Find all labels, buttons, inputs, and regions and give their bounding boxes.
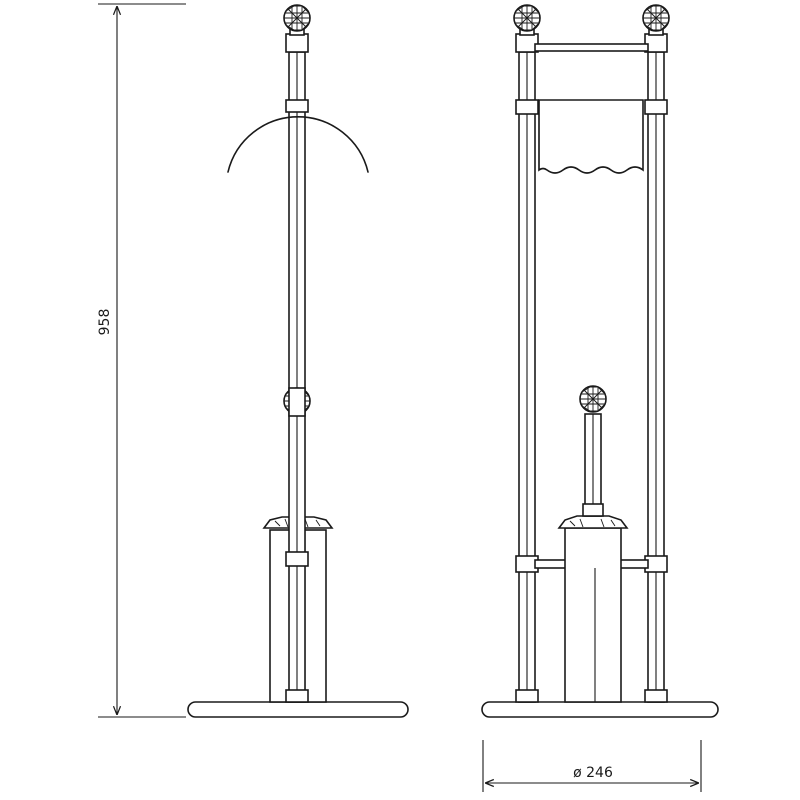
height-dimension: 958 <box>97 3 186 718</box>
front-brush-crown <box>557 515 629 529</box>
diameter-dimension: ø 246 <box>482 740 702 792</box>
side-view <box>187 4 409 718</box>
side-arc-hook <box>227 116 369 173</box>
diameter-label: ø 246 <box>573 765 613 781</box>
front-brush-knob-icon <box>579 385 607 413</box>
front-view <box>481 4 719 718</box>
front-base-plate <box>481 701 719 718</box>
front-brush-cup <box>564 527 622 703</box>
front-left-knob-icon <box>513 4 541 32</box>
front-paper-roll <box>538 99 644 174</box>
height-label: 958 <box>97 309 113 336</box>
side-top-knob-icon <box>283 4 311 32</box>
side-base-plate <box>187 701 409 718</box>
front-top-crossbar <box>534 43 649 52</box>
front-right-knob-icon <box>642 4 670 32</box>
